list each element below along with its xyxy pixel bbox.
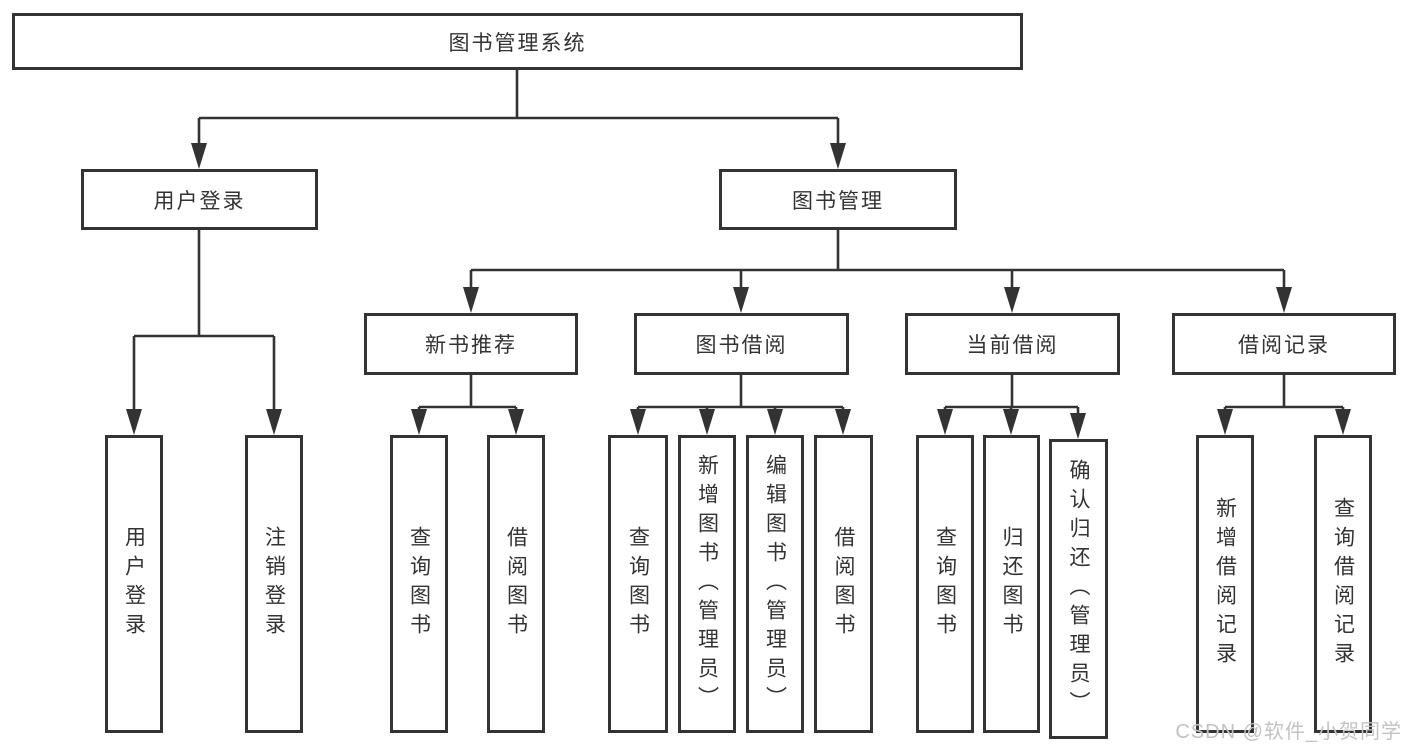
arrowhead — [835, 409, 851, 435]
node-user-login-branch-label: 用户登录 — [153, 189, 246, 213]
leaf-cb-query-books: 查询图书 — [916, 435, 974, 733]
csdn-watermark: CSDN @软件_小贺同学 — [1175, 721, 1402, 743]
arrowhead — [1335, 409, 1351, 435]
leaf-cb-return-books: 归还图书 — [983, 435, 1040, 733]
node-root: 图书管理系统 — [12, 13, 1023, 70]
arrowhead — [508, 409, 524, 435]
arrowhead — [733, 287, 749, 313]
arrowhead — [699, 409, 715, 435]
leaf-nbr-borrow-books: 借阅图书 — [487, 435, 545, 733]
arrowhead — [1217, 409, 1233, 435]
leaf-cb-query-books-label: 查询图书 — [933, 526, 957, 642]
node-book-borrow-label: 图书借阅 — [695, 334, 788, 357]
arrowhead — [411, 409, 427, 435]
arrowhead — [1003, 409, 1019, 435]
leaf-bb-edit-books-admin-label: 编辑图书（管理员） — [763, 453, 787, 715]
leaf-bb-query-books-label: 查询图书 — [626, 526, 650, 642]
arrowhead — [126, 409, 142, 435]
leaf-bb-borrow-books: 借阅图书 — [814, 435, 873, 733]
arrowhead — [191, 143, 207, 169]
arrowhead — [1004, 287, 1020, 313]
arrowhead — [1276, 287, 1292, 313]
arrowhead — [266, 409, 282, 435]
node-current-borrow: 当前借阅 — [905, 313, 1120, 375]
node-book-borrow: 图书借阅 — [634, 313, 849, 375]
leaf-logout: 注销登录 — [245, 435, 303, 733]
node-user-login-branch: 用户登录 — [81, 169, 318, 230]
leaf-cb-confirm-return-admin: 确认归还（管理员） — [1049, 439, 1108, 739]
arrowhead — [630, 409, 646, 435]
leaf-logout-label: 注销登录 — [262, 526, 286, 642]
node-root-label: 图书管理系统 — [448, 31, 587, 55]
arrowhead — [937, 409, 953, 435]
arrowhead — [767, 409, 783, 435]
leaf-br-add-record-label: 新增借阅记录 — [1213, 497, 1237, 671]
leaf-br-add-record: 新增借阅记录 — [1196, 435, 1254, 733]
arrowhead — [1070, 413, 1086, 439]
leaf-br-query-record-label: 查询借阅记录 — [1331, 497, 1355, 671]
arrowhead — [830, 143, 846, 169]
arrowheads — [126, 143, 1351, 439]
leaf-bb-query-books: 查询图书 — [608, 435, 668, 733]
leaf-nbr-query-books-label: 查询图书 — [407, 526, 431, 642]
leaf-bb-add-books-admin-label: 新增图书（管理员） — [695, 453, 719, 715]
leaf-br-query-record: 查询借阅记录 — [1314, 435, 1372, 733]
node-new-book-recommend: 新书推荐 — [364, 313, 578, 375]
node-borrow-records: 借阅记录 — [1172, 313, 1396, 375]
node-borrow-records-label: 借阅记录 — [1238, 334, 1330, 357]
leaf-user-login-label: 用户登录 — [122, 526, 146, 642]
leaf-bb-edit-books-admin: 编辑图书（管理员） — [746, 435, 804, 733]
leaf-bb-add-books-admin: 新增图书（管理员） — [678, 435, 736, 733]
node-current-borrow-label: 当前借阅 — [966, 334, 1059, 357]
leaf-user-login: 用户登录 — [105, 435, 163, 733]
arrowhead — [463, 287, 479, 313]
leaf-bb-borrow-books-label: 借阅图书 — [832, 526, 855, 642]
leaf-nbr-borrow-books-label: 借阅图书 — [504, 526, 528, 642]
leaf-cb-confirm-return-admin-label: 确认归还（管理员） — [1067, 458, 1090, 720]
node-new-book-recommend-label: 新书推荐 — [425, 334, 517, 357]
leaf-cb-return-books-label: 归还图书 — [1000, 526, 1023, 642]
leaf-nbr-query-books: 查询图书 — [390, 435, 448, 733]
node-book-management: 图书管理 — [719, 169, 957, 230]
node-book-management-label: 图书管理 — [792, 189, 884, 213]
